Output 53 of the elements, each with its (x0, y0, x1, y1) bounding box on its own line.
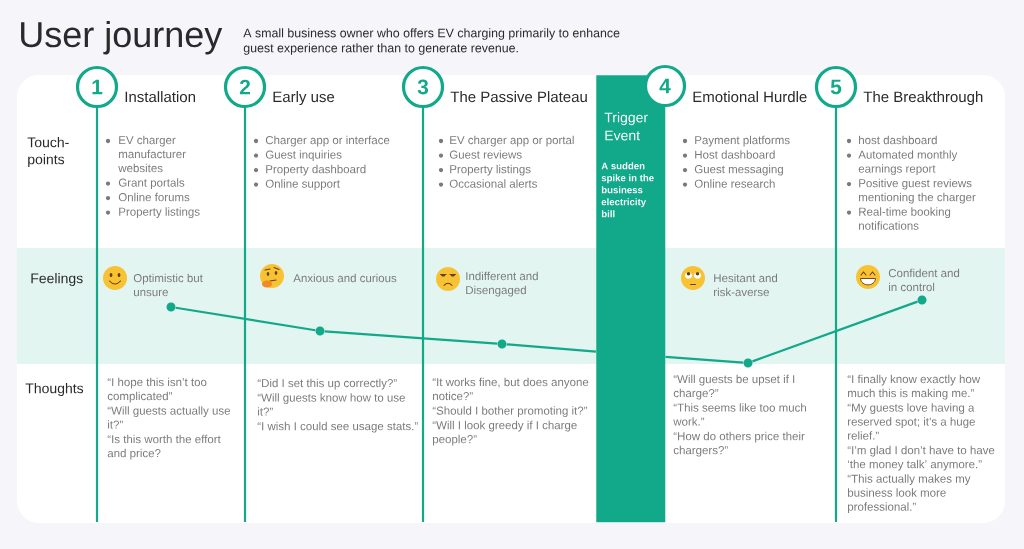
trend-line (324, 330, 498, 345)
list-item: Host dashboard (695, 150, 775, 159)
feeling-text: Hesitant and risk-averse (714, 273, 778, 297)
trend-line (506, 343, 597, 353)
quote-text: “I hope this isn’t too complicated” (107, 377, 207, 403)
list-item: Online research (694, 179, 775, 188)
data-point (743, 358, 753, 368)
list-item: Grant portals (118, 178, 185, 189)
data-point (166, 302, 176, 312)
list-item: Positive guest reviews mentioning the charger (859, 178, 976, 204)
list-item: Real-time booking notifications (859, 207, 951, 230)
quote-text: “Will guests know how to use it?” (257, 393, 405, 416)
trend-line (175, 306, 316, 332)
row-heading: Feelings (31, 273, 83, 287)
quote-text: “I wish I could see usage stats.” (257, 421, 418, 433)
quote-text: “Did I set this up correctly?” (257, 378, 397, 390)
quote-text: “This actually makes my business look more professional.” (847, 474, 971, 514)
stage-title: The Passive Plateau (450, 91, 587, 103)
title: User journey (21, 20, 223, 55)
list-item: Property listings (450, 164, 531, 176)
subtitle: A small business owner who offers EV charging primarily to enhance guest experience rather than to generate revenue. (243, 28, 620, 55)
list-item: Automated monthly earnings report (858, 150, 958, 175)
quote-text: “Will guests actually use it?” (107, 406, 230, 429)
data-point (917, 295, 927, 305)
quote-text: “Is this worth the effort and price? (107, 434, 221, 460)
trend-line (665, 355, 744, 364)
list-item: EV charger manufacturer websites (118, 135, 186, 173)
list-item: Guest reviews (449, 150, 522, 159)
data-point (315, 326, 325, 336)
stage-title: Installation (125, 91, 195, 103)
quote-text: “Will I look greedy if I charge people?” (432, 420, 577, 446)
list-item: Guest messaging (694, 164, 783, 176)
quote-text: “It works fine, but does anyone notice?” (432, 377, 589, 401)
trend-line (752, 300, 918, 363)
list-item: Payment platforms (695, 135, 790, 147)
stage-title: Early use (273, 91, 335, 106)
list-item: Guest inquiries (265, 150, 342, 161)
feeling-text: Indifferent and Disengaged (466, 271, 538, 297)
list-item: Property listings (119, 207, 200, 219)
list-item: Charger app or interface (265, 135, 390, 147)
list-item: Occasional alerts (449, 179, 537, 188)
quote-text: “I finally know exactly how much this is making me.” (847, 374, 981, 400)
list-item: EV charger app or portal (450, 135, 574, 147)
list-item: Online forums (118, 192, 190, 202)
list-item: Online support (265, 179, 340, 191)
stage-title: Emotional Hurdle (693, 91, 807, 103)
row-heading: Thoughts (25, 383, 84, 397)
quote-text: “I’m glad I don’t have to have ‘the money talk’ anymore.” (847, 445, 995, 471)
list-item: Property dashboard (266, 164, 366, 176)
quote-text: “My guests love having a reserved spot; it’s a huge relief.” (847, 403, 975, 440)
data-point (497, 339, 507, 349)
quote-text: “Will guests be upset if I charge?” (673, 374, 795, 400)
stage-title: The Breakthrough (863, 91, 983, 106)
